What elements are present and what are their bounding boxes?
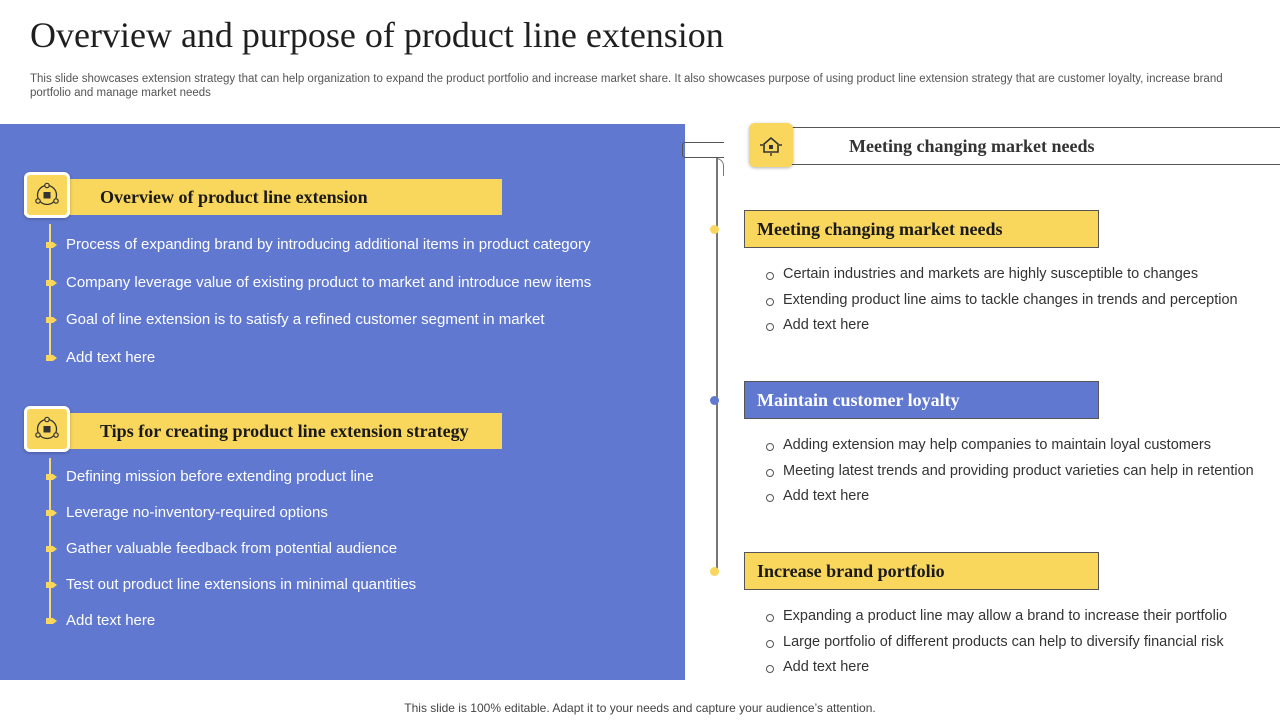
header-tab-connector	[682, 142, 724, 158]
overview-connector-line	[49, 224, 51, 358]
purpose-title: Maintain customer loyalty	[757, 390, 960, 410]
timeline-dot	[710, 225, 719, 234]
arrow-bullet-icon	[46, 618, 57, 624]
left-panel: Overview of product line extension Proce…	[0, 124, 685, 680]
list-item: Adding extension may help companies to m…	[766, 433, 1254, 459]
purpose-banner: Increase brand portfolio	[744, 552, 1099, 590]
purpose-banner: Meeting changing market needs	[744, 210, 1099, 248]
list-item: Add text here	[46, 612, 155, 630]
list-item: Leverage no-inventory-required options	[46, 504, 328, 522]
right-header-bar: Meeting changing market needs	[770, 127, 1280, 165]
footer-note: This slide is 100% editable. Adapt it to…	[404, 701, 876, 715]
arrow-bullet-icon	[46, 546, 57, 552]
arrow-bullet-icon	[46, 280, 57, 286]
overview-heading: Overview of product line extension	[100, 187, 368, 207]
purpose-banner: Maintain customer loyalty	[744, 381, 1099, 419]
list-item: Goal of line extension is to satisfy a r…	[46, 311, 545, 329]
list-item: Add text here	[766, 655, 1227, 681]
arrow-bullet-icon	[46, 474, 57, 480]
arrow-bullet-icon	[46, 317, 57, 323]
list-item: Add text here	[766, 313, 1238, 339]
arrow-bullet-icon	[46, 242, 57, 248]
purpose-title: Meeting changing market needs	[757, 219, 1003, 239]
arrow-bullet-icon	[46, 582, 57, 588]
purpose-list: Expanding a product line may allow a bra…	[766, 604, 1227, 681]
timeline-curve	[716, 158, 724, 176]
timeline-dot	[710, 396, 719, 405]
slide-title: Overview and purpose of product line ext…	[30, 15, 724, 55]
list-item: Expanding a product line may allow a bra…	[766, 604, 1227, 630]
list-item: Large portfolio of different products ca…	[766, 630, 1227, 656]
purpose-title: Increase brand portfolio	[757, 561, 945, 581]
purpose-list: Adding extension may help companies to m…	[766, 433, 1254, 510]
overview-heading-bar: Overview of product line extension	[24, 179, 502, 215]
list-item: Defining mission before extending produc…	[46, 468, 374, 486]
tips-heading-bar: Tips for creating product line extension…	[24, 413, 502, 449]
list-item: Process of expanding brand by introducin…	[46, 236, 590, 254]
timeline-dot	[710, 567, 719, 576]
arrow-bullet-icon	[46, 355, 57, 361]
list-item: Company leverage value of existing produ…	[46, 274, 591, 292]
list-item: Test out product line extensions in mini…	[46, 576, 416, 594]
list-item: Add text here	[46, 349, 155, 367]
tips-connector-line	[49, 458, 51, 622]
list-item: Add text here	[766, 484, 1254, 510]
tips-heading: Tips for creating product line extension…	[100, 421, 469, 441]
list-item: Meeting latest trends and providing prod…	[766, 459, 1254, 485]
team-product-icon	[24, 172, 70, 218]
purpose-list: Certain industries and markets are highl…	[766, 262, 1238, 339]
list-item: Gather valuable feedback from potential …	[46, 540, 397, 558]
timeline-line	[716, 158, 718, 572]
market-home-icon	[749, 123, 793, 167]
right-header-label: Meeting changing market needs	[849, 136, 1095, 156]
list-item: Certain industries and markets are highl…	[766, 262, 1238, 288]
slide-subtitle: This slide showcases extension strategy …	[30, 73, 1223, 99]
arrow-bullet-icon	[46, 510, 57, 516]
team-product-icon	[24, 406, 70, 452]
list-item: Extending product line aims to tackle ch…	[766, 288, 1238, 314]
